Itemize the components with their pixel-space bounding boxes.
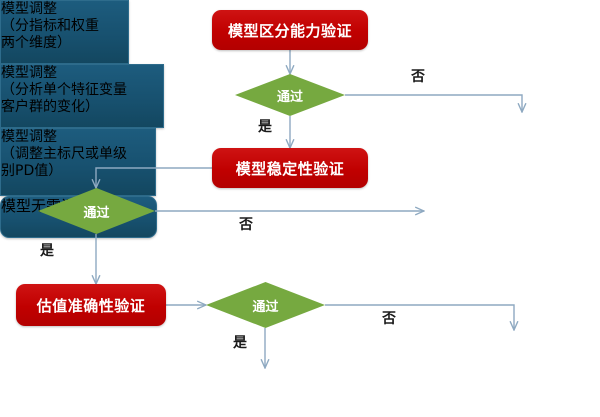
node-valuation-accuracy-validation[interactable]: 估值准确性验证: [16, 284, 166, 326]
outcome-line: 两个维度）: [1, 35, 71, 52]
decision-pass-1[interactable]: 通过: [235, 74, 345, 116]
node-model-discrimination-validation[interactable]: 模型区分能力验证: [212, 10, 368, 50]
diamond-shape: [235, 74, 345, 116]
decision-label: 通过: [276, 89, 303, 105]
edge-label-no-2: 否: [239, 217, 253, 233]
outcome-line: 别PD值）: [1, 163, 63, 180]
edge-d3-b3: [325, 304, 514, 330]
edge-n2-d2: [96, 167, 212, 188]
diamond-shape: [206, 282, 325, 328]
node-label: 估值准确性验证: [36, 296, 146, 315]
edge-label-no-1: 否: [411, 69, 425, 85]
outcome-line: 模型调整: [1, 1, 57, 17]
edge-label-yes-1: 是: [258, 119, 272, 135]
outcome-line: （调整主标尺或单级: [1, 146, 127, 163]
outcome-model-adjustment-2[interactable]: 模型调整 （分析单个特征变量 客户群的变化）: [0, 64, 164, 128]
outcome-line: （分析单个特征变量: [1, 82, 127, 99]
edge-label-no-3: 否: [382, 311, 396, 327]
outcome-model-adjustment-1[interactable]: 模型调整 （分指标和权重 两个维度）: [0, 0, 129, 64]
node-label: 模型区分能力验证: [227, 21, 352, 40]
decision-label: 通过: [252, 299, 279, 315]
node-model-stability-validation[interactable]: 模型稳定性验证: [212, 148, 368, 188]
edge-label-yes-2: 是: [40, 243, 54, 259]
outcome-line: 模型调整: [1, 65, 57, 81]
outcome-line: 模型调整: [1, 129, 57, 145]
decision-pass-3[interactable]: 通过: [206, 282, 325, 328]
decision-pass-2[interactable]: 通过: [38, 188, 155, 234]
outcome-line: （分指标和权重: [1, 18, 99, 35]
node-label: 模型稳定性验证: [235, 159, 345, 178]
decision-label: 通过: [83, 205, 110, 221]
outcome-model-adjustment-3[interactable]: 模型调整 （调整主标尺或单级 别PD值）: [0, 128, 156, 196]
outcome-line: 客户群的变化）: [1, 99, 99, 116]
edge-label-yes-3: 是: [233, 335, 247, 351]
diamond-shape: [38, 188, 155, 234]
edge-d1-b1: [345, 94, 522, 112]
